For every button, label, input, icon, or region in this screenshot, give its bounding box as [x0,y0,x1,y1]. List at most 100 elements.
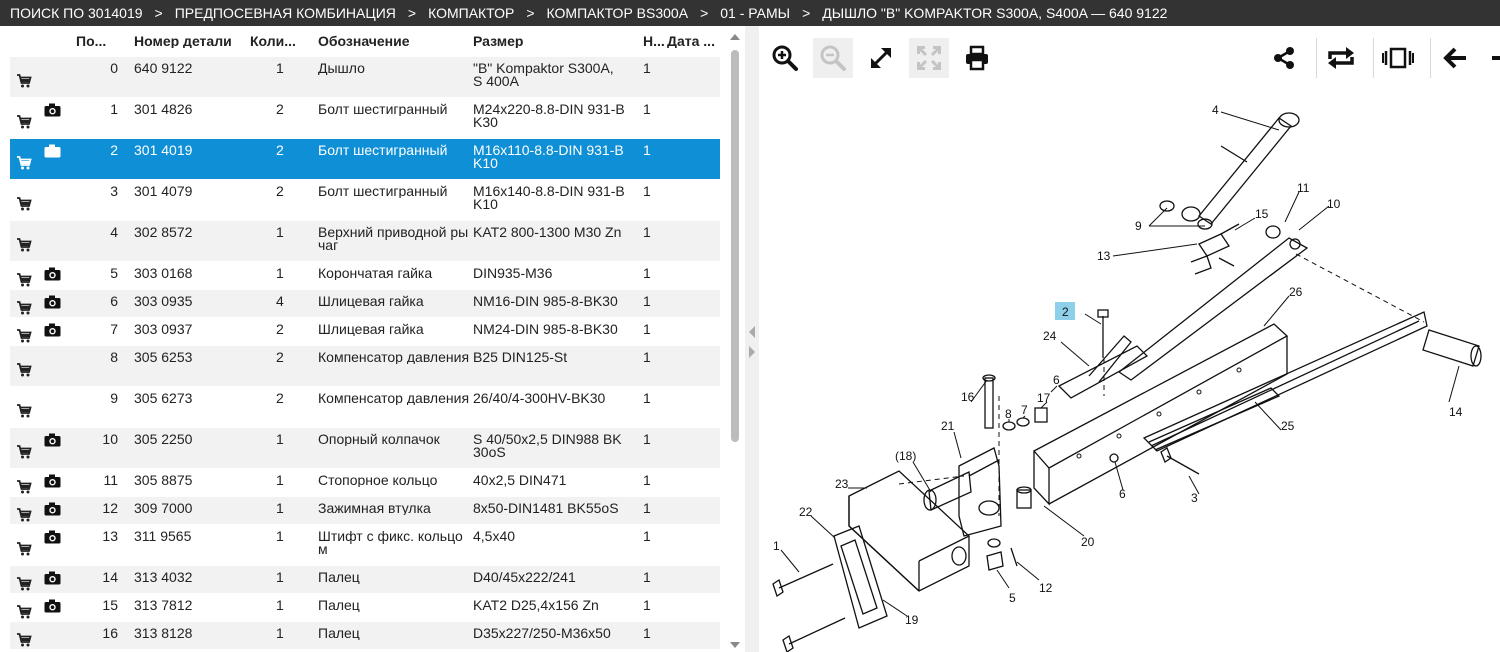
photo-button[interactable] [40,566,76,585]
col-header-part-number[interactable]: Номер детали [134,34,232,48]
cell-position: 5 [110,265,118,280]
cell-date [667,139,720,144]
add-to-cart-button[interactable] [10,594,40,621]
breadcrumb-item[interactable]: ПРЕДПОСЕВНАЯ КОМБИНАЦИЯ [174,5,396,21]
photo-button [40,387,76,392]
add-to-cart-button[interactable] [10,469,40,496]
zoom-in-button[interactable] [765,38,805,78]
photo-button [40,180,76,185]
vertical-scrollbar[interactable] [728,34,742,648]
cell-date [667,497,720,502]
scroll-up-arrow[interactable] [730,34,740,40]
photo-button[interactable] [40,594,76,613]
add-to-cart-button[interactable] [10,57,40,97]
previous-button[interactable] [1435,38,1475,78]
add-to-cart-button[interactable] [10,139,40,179]
cell-date [667,525,720,530]
callout-highlight[interactable] [1055,302,1075,320]
photo-button[interactable] [40,428,76,447]
add-to-cart-button[interactable] [10,497,40,524]
breadcrumb-item[interactable]: КОМПАКТОР BS300A [546,5,689,21]
add-to-cart-button[interactable] [10,428,40,468]
cell-position: 12 [102,500,118,515]
add-to-cart-button[interactable] [10,221,40,261]
fullscreen-button[interactable] [909,38,949,78]
svg-text:15: 15 [1255,207,1269,221]
cart-icon [17,238,32,252]
col-header-quantity[interactable]: Коли... [250,34,296,48]
drawing-viewer: 4 11 10 9 15 13 26 2 24 6 16 8 7 17 21 (… [759,26,1500,652]
add-to-cart-button[interactable] [10,262,40,289]
photo-button[interactable] [40,290,76,309]
collapse-right-icon[interactable] [749,346,755,358]
svg-text:8: 8 [1005,407,1012,421]
add-to-cart-button[interactable] [10,387,40,427]
photo-button[interactable] [40,469,76,488]
share-button[interactable] [1264,38,1304,78]
photo-button[interactable] [40,525,76,544]
viewer-toolbar-right [1264,38,1500,78]
scroll-down-arrow[interactable] [730,642,740,648]
fit-to-screen-button[interactable] [861,38,901,78]
scrollbar-thumb[interactable] [731,50,739,442]
panel-splitter[interactable] [745,26,759,652]
add-to-cart-button[interactable] [10,346,40,386]
print-button[interactable] [957,38,997,78]
breadcrumb-item[interactable]: ПОИСК ПО 3014019 [10,5,143,21]
add-to-cart-button[interactable] [10,98,40,138]
assembly-drawing[interactable]: 4 11 10 9 15 13 26 2 24 6 16 8 7 17 21 (… [759,96,1500,652]
add-to-cart-button[interactable] [10,290,40,317]
cart-icon [17,507,32,521]
col-header-n[interactable]: Н... [643,34,665,48]
breadcrumb-item[interactable]: 01 - РАМЫ [720,5,791,21]
photo-button [40,221,76,226]
add-to-cart-button[interactable] [10,318,40,345]
expand-icon [871,48,891,68]
photo-button[interactable] [40,318,76,337]
zoom-in-icon [772,45,798,71]
photo-button[interactable] [40,497,76,516]
next-button[interactable] [1483,38,1500,78]
filmstrip-button[interactable] [1378,38,1418,78]
col-header-size[interactable]: Размер [473,34,524,48]
add-to-cart-button[interactable] [10,525,40,565]
col-header-designation[interactable]: Обозначение [318,34,410,48]
breadcrumb-item[interactable]: КОМПАКТОР [428,5,515,21]
zoom-out-button[interactable] [813,38,853,78]
add-to-cart-button[interactable] [10,566,40,593]
svg-text:16: 16 [961,390,975,404]
collapse-left-icon[interactable] [749,326,755,338]
swap-button[interactable] [1321,38,1361,78]
col-header-date[interactable]: Дата ... [667,34,715,48]
col-header-position[interactable]: По... [76,34,107,48]
add-to-cart-button[interactable] [10,180,40,220]
filmstrip-icon [1382,47,1414,69]
svg-text:6: 6 [1119,487,1126,501]
svg-text:22: 22 [799,505,813,519]
cell-size: M16x110-8.8-DIN 931-B K10 [473,142,624,170]
photo-button[interactable] [40,98,76,117]
breadcrumb-item[interactable]: ДЫШЛО "B" KOMPAKTOR S300A, S400A — 640 9… [822,5,1168,21]
photo-button[interactable] [40,262,76,281]
add-to-cart-button[interactable] [10,622,40,649]
cell-size: 26/40/4-300HV-BK30 [473,390,606,405]
photo-button[interactable] [40,139,76,158]
